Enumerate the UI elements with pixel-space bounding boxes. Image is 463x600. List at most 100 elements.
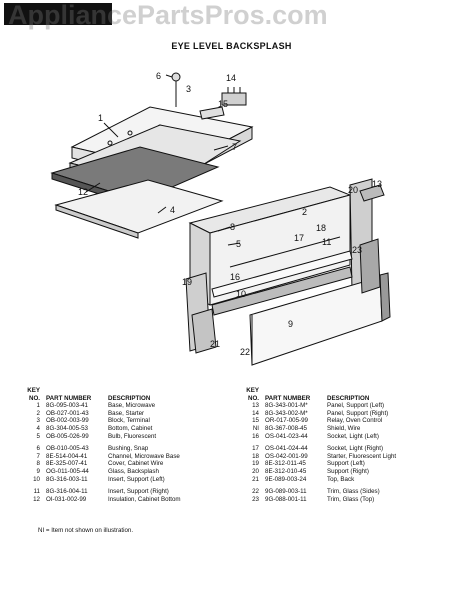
key-cell: 9 xyxy=(36,467,40,475)
part-number-cell: OS-041-023-44 xyxy=(265,432,308,440)
table-row: 3 OB-002-003-99 Block, Terminal xyxy=(20,417,218,425)
key-label: KEY xyxy=(246,387,259,394)
description-cell: Starter, Fluorescent Light xyxy=(327,452,397,460)
callout-14: 14 xyxy=(226,73,236,83)
no-label: NO. xyxy=(28,394,40,402)
description-cell: Trim, Glass (Top) xyxy=(327,495,375,503)
description-cell: Insert, Support (Left) xyxy=(108,475,165,483)
part-number-cell: OI-031-002-99 xyxy=(46,495,87,503)
table-row: 14 8G-343-002-M* Panel, Support (Right) xyxy=(239,410,437,418)
key-cell: 8 xyxy=(36,460,40,468)
part-number-cell: 8G-343-001-M* xyxy=(265,402,308,410)
key-cell: 18 xyxy=(252,452,259,460)
key-cell: 3 xyxy=(36,417,40,425)
part-number-cell: OR-017-005-99 xyxy=(265,417,308,425)
key-cell: 20 xyxy=(252,467,259,475)
part-number-cell: 8G-304-005-53 xyxy=(46,424,88,432)
description-cell: Insert, Support (Right) xyxy=(108,488,169,496)
description-cell: Top, Back xyxy=(327,475,355,483)
key-cell: 14 xyxy=(252,409,259,417)
callout-1: 1 xyxy=(98,113,103,123)
description-cell: Panel, Support (Right) xyxy=(327,409,389,417)
callout-2: 2 xyxy=(302,207,307,217)
part-number-cell: 8G-367-008-45 xyxy=(265,424,307,432)
description-cell: Channel, Microwave Base xyxy=(108,452,180,460)
description-cell: Bottom, Cabinet xyxy=(108,424,153,432)
callout-13: 13 xyxy=(372,179,382,189)
exploded-diagram: 1 2 3 4 5 6 7 8 9 10 11 12 13 14 15 16 1… xyxy=(50,71,391,366)
callout-8: 8 xyxy=(230,222,235,232)
part-fluorescent-bulb xyxy=(211,250,353,298)
part-number-cell: 9G-089-003-11 xyxy=(265,488,307,496)
table-row: 18 OS-042-001-99 Starter, Fluorescent Ligh… xyxy=(239,453,437,461)
key-cell: 2 xyxy=(36,409,40,417)
part-number-cell: 8G-095-003-41 xyxy=(46,402,88,410)
callout-11: 11 xyxy=(322,237,331,247)
part-support-left xyxy=(191,308,217,354)
key-cell: 22 xyxy=(252,488,259,496)
table-row: 4 8G-304-005-53 Bottom, Cabinet xyxy=(20,425,218,433)
part-number-cell: OB-010-005-43 xyxy=(46,445,89,453)
key-cell: 17 xyxy=(252,445,259,453)
key-cell: 5 xyxy=(36,432,40,440)
part-number-cell: 8G-343-002-M* xyxy=(265,409,308,417)
table-row: 22 9G-089-003-11 Trim, Glass (Sides) xyxy=(239,488,437,496)
pn-label: PART NUMBER xyxy=(265,394,311,402)
callout-18: 18 xyxy=(316,223,326,233)
part-number-cell: OB-027-001-43 xyxy=(46,409,89,417)
description-cell: Relay, Oven Control xyxy=(327,417,383,425)
part-glass-trim-sides xyxy=(379,272,391,322)
key-cell: 6 xyxy=(36,445,40,453)
description-cell: Support (Left) xyxy=(327,460,365,468)
description-cell: Trim, Glass (Sides) xyxy=(327,488,380,496)
part-number-cell: OB-002-003-99 xyxy=(46,417,89,425)
desc-label: DESCRIPTION xyxy=(327,394,370,402)
desc-label: DESCRIPTION xyxy=(108,394,151,402)
header-block xyxy=(4,3,112,25)
part-back-top xyxy=(188,186,352,306)
diagram-title: EYE LEVEL BACKSPLASH xyxy=(171,41,292,51)
key-cell: 21 xyxy=(252,475,259,483)
part-cabinet-bottom xyxy=(54,179,224,239)
callout-21: 21 xyxy=(210,339,220,349)
part-number-cell: OG-011-005-44 xyxy=(46,467,89,475)
key-cell: 19 xyxy=(252,460,259,468)
key-cell: 4 xyxy=(36,424,40,432)
part-number-cell: OS-042-001-99 xyxy=(265,452,308,460)
pn-label: PART NUMBER xyxy=(46,394,92,402)
description-cell: Block, Terminal xyxy=(108,417,150,425)
callout-22: 22 xyxy=(240,347,250,357)
key-cell: 7 xyxy=(36,452,40,460)
callout-10: 10 xyxy=(236,289,246,299)
key-cell: 10 xyxy=(33,475,40,483)
description-cell: Base, Microwave xyxy=(108,402,156,410)
no-label: NO. xyxy=(247,394,259,402)
description-cell: Insulation, Cabinet Bottom xyxy=(108,495,181,503)
callout-9: 9 xyxy=(288,319,293,329)
callout-20: 20 xyxy=(348,185,358,195)
key-cell: 13 xyxy=(252,402,259,410)
callout-19: 19 xyxy=(182,277,192,287)
description-cell: Bulb, Fluorescent xyxy=(108,432,157,440)
callout-6: 6 xyxy=(156,71,161,81)
key-cell: 23 xyxy=(252,495,259,503)
part-number-cell: OS-041-024-44 xyxy=(265,445,308,453)
callout-15: 15 xyxy=(218,99,228,109)
description-cell: Glass, Backsplash xyxy=(108,467,159,475)
callout-4: 4 xyxy=(170,205,175,215)
